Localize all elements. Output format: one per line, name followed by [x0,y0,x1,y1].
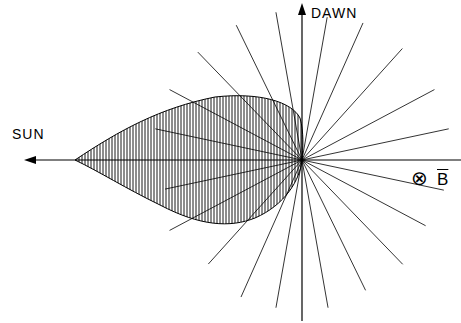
dawn-axis [301,12,302,321]
axis-label: SUN [12,127,45,141]
field-symbol: ⊗ [411,168,428,188]
axis-arrowhead [298,3,306,15]
axis-arrowhead [24,156,36,164]
axis-label: DAWN [311,6,357,20]
sun-axis [34,159,461,160]
field-label: B [437,171,448,188]
